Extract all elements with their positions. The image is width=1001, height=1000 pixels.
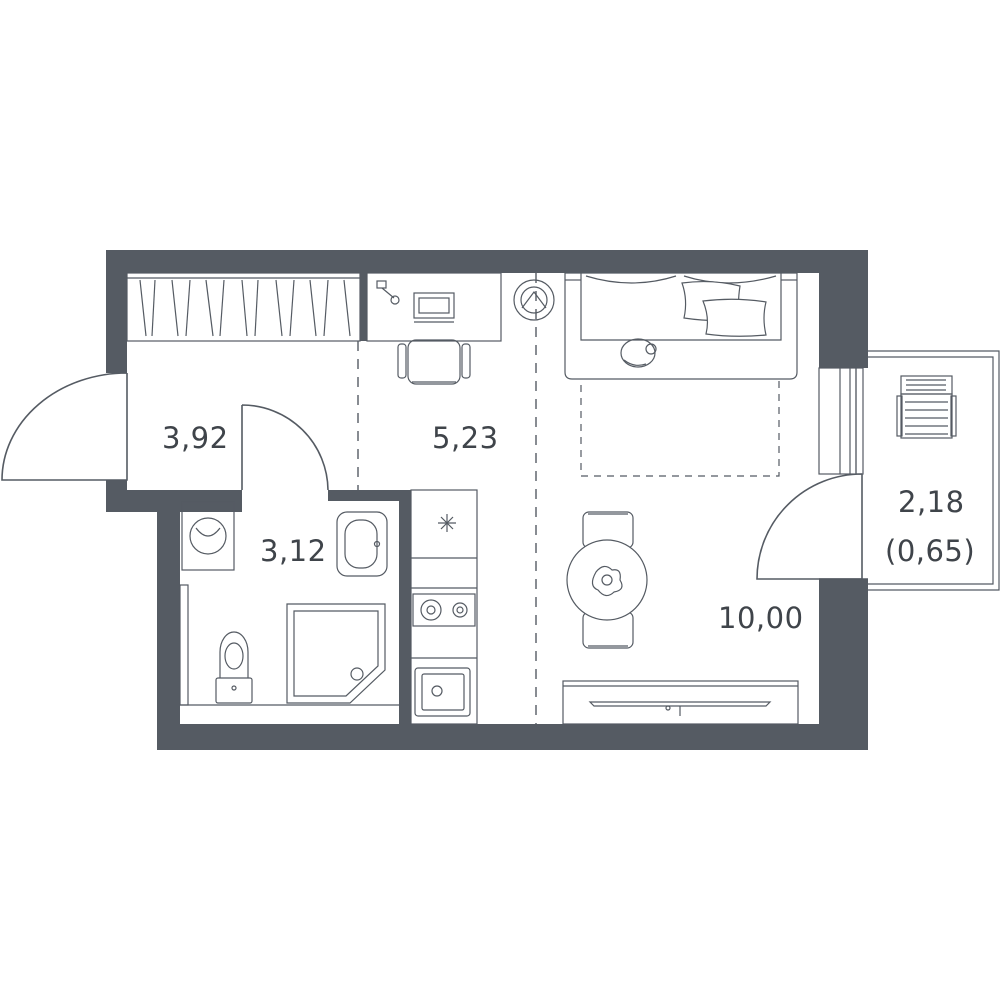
desk-icon (366, 272, 502, 342)
plant-icon (513, 279, 555, 321)
stove-icon (412, 593, 476, 627)
room-area-balcony-reduced: (0,65) (885, 534, 975, 568)
cat-icon (620, 338, 657, 368)
office-chair-icon (397, 339, 471, 385)
pillow-icon (702, 298, 767, 337)
fridge-icon (438, 514, 456, 532)
toilet-icon (215, 631, 253, 704)
room-area-hall: 3,92 (162, 421, 229, 455)
dining-table-icon (566, 539, 648, 621)
room-area-balcony: 2,18 (898, 485, 965, 519)
balcony-chair-icon (896, 375, 957, 439)
wardrobe-icon (126, 272, 361, 342)
room-area-study: 5,23 (432, 421, 499, 455)
walls (106, 250, 868, 750)
hall: 3,92 (1, 272, 361, 491)
rug-icon (580, 344, 780, 477)
laptop-icon (413, 292, 455, 323)
shower-tray-icon (286, 603, 386, 704)
room-area-bathroom: 3,12 (260, 534, 327, 568)
tv-stand-icon (562, 680, 799, 725)
kitchen-sink-icon (414, 667, 471, 717)
room-area-living-kitchen: 10,00 (718, 601, 804, 635)
study: 5,23 (357, 272, 555, 724)
door-icon (756, 473, 868, 580)
bathroom: 3,12 (179, 501, 399, 706)
washing-machine-icon (181, 501, 235, 571)
door-icon (1, 372, 128, 481)
door-icon (241, 404, 329, 491)
kitchen-counter (410, 489, 478, 725)
sink-icon (336, 511, 388, 577)
living-kitchen: 10,00 (410, 272, 804, 725)
balcony: 2,18 (0,65) (756, 350, 1000, 591)
